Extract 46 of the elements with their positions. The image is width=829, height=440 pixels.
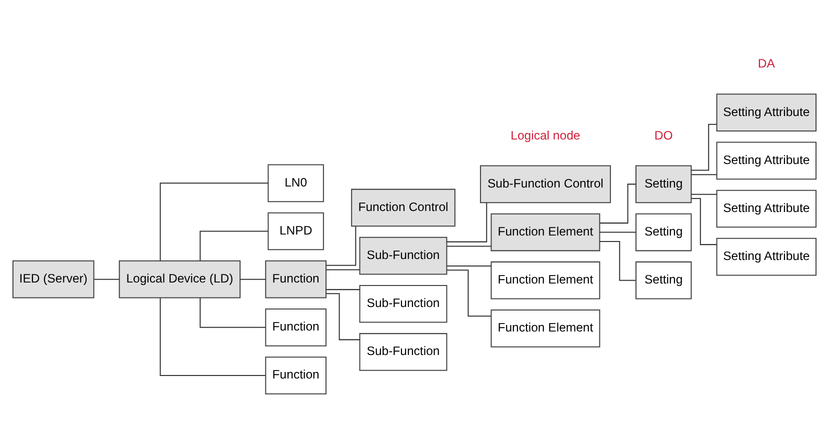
label: DA bbox=[758, 56, 775, 71]
label: Logical node bbox=[510, 128, 580, 142]
connector bbox=[691, 124, 717, 171]
node-box: Function Element bbox=[490, 310, 600, 348]
connector bbox=[447, 266, 491, 267]
node-box: Setting bbox=[635, 165, 692, 204]
connector bbox=[447, 246, 491, 247]
connector bbox=[160, 298, 266, 376]
connector bbox=[326, 226, 356, 266]
node-box: Sub-Function bbox=[359, 333, 448, 371]
connector bbox=[200, 298, 266, 328]
connector bbox=[691, 174, 717, 176]
node-box: Setting Attribute bbox=[716, 190, 817, 228]
node-box: Sub-Function bbox=[359, 236, 448, 275]
node-box: Setting bbox=[635, 213, 692, 252]
node-box: Setting Attribute bbox=[716, 238, 817, 276]
label: DO bbox=[654, 128, 673, 142]
node-box: LNPD bbox=[268, 212, 324, 250]
node-box: Setting Attribute bbox=[716, 142, 817, 180]
connector bbox=[240, 278, 266, 280]
node-box: Setting Attribute bbox=[716, 94, 817, 132]
connector bbox=[160, 182, 268, 261]
node-box: Function bbox=[265, 356, 327, 394]
connector bbox=[94, 278, 120, 280]
connector bbox=[200, 230, 268, 261]
connector bbox=[692, 198, 717, 246]
connector bbox=[691, 194, 717, 195]
node-box: Logical Device (LD) bbox=[118, 260, 241, 298]
node-box: Sub-Function bbox=[359, 284, 448, 323]
connector bbox=[600, 184, 636, 224]
connector bbox=[600, 240, 636, 281]
node-box: Function bbox=[265, 308, 327, 346]
node-box: Function Control bbox=[351, 188, 456, 227]
node-box: Sub-Function Control bbox=[480, 165, 611, 204]
connector bbox=[600, 232, 636, 233]
node-box: Setting bbox=[635, 261, 692, 300]
connector bbox=[326, 293, 360, 340]
connector bbox=[326, 269, 360, 270]
node-box: LN0 bbox=[268, 164, 324, 202]
node-box: Function Element bbox=[490, 213, 600, 252]
node-box: Function bbox=[265, 260, 327, 298]
node-box: Function Element bbox=[490, 261, 600, 300]
connector bbox=[326, 289, 360, 290]
connector bbox=[446, 202, 488, 242]
connector bbox=[446, 270, 491, 317]
node-box: IED (Server) bbox=[12, 260, 94, 298]
